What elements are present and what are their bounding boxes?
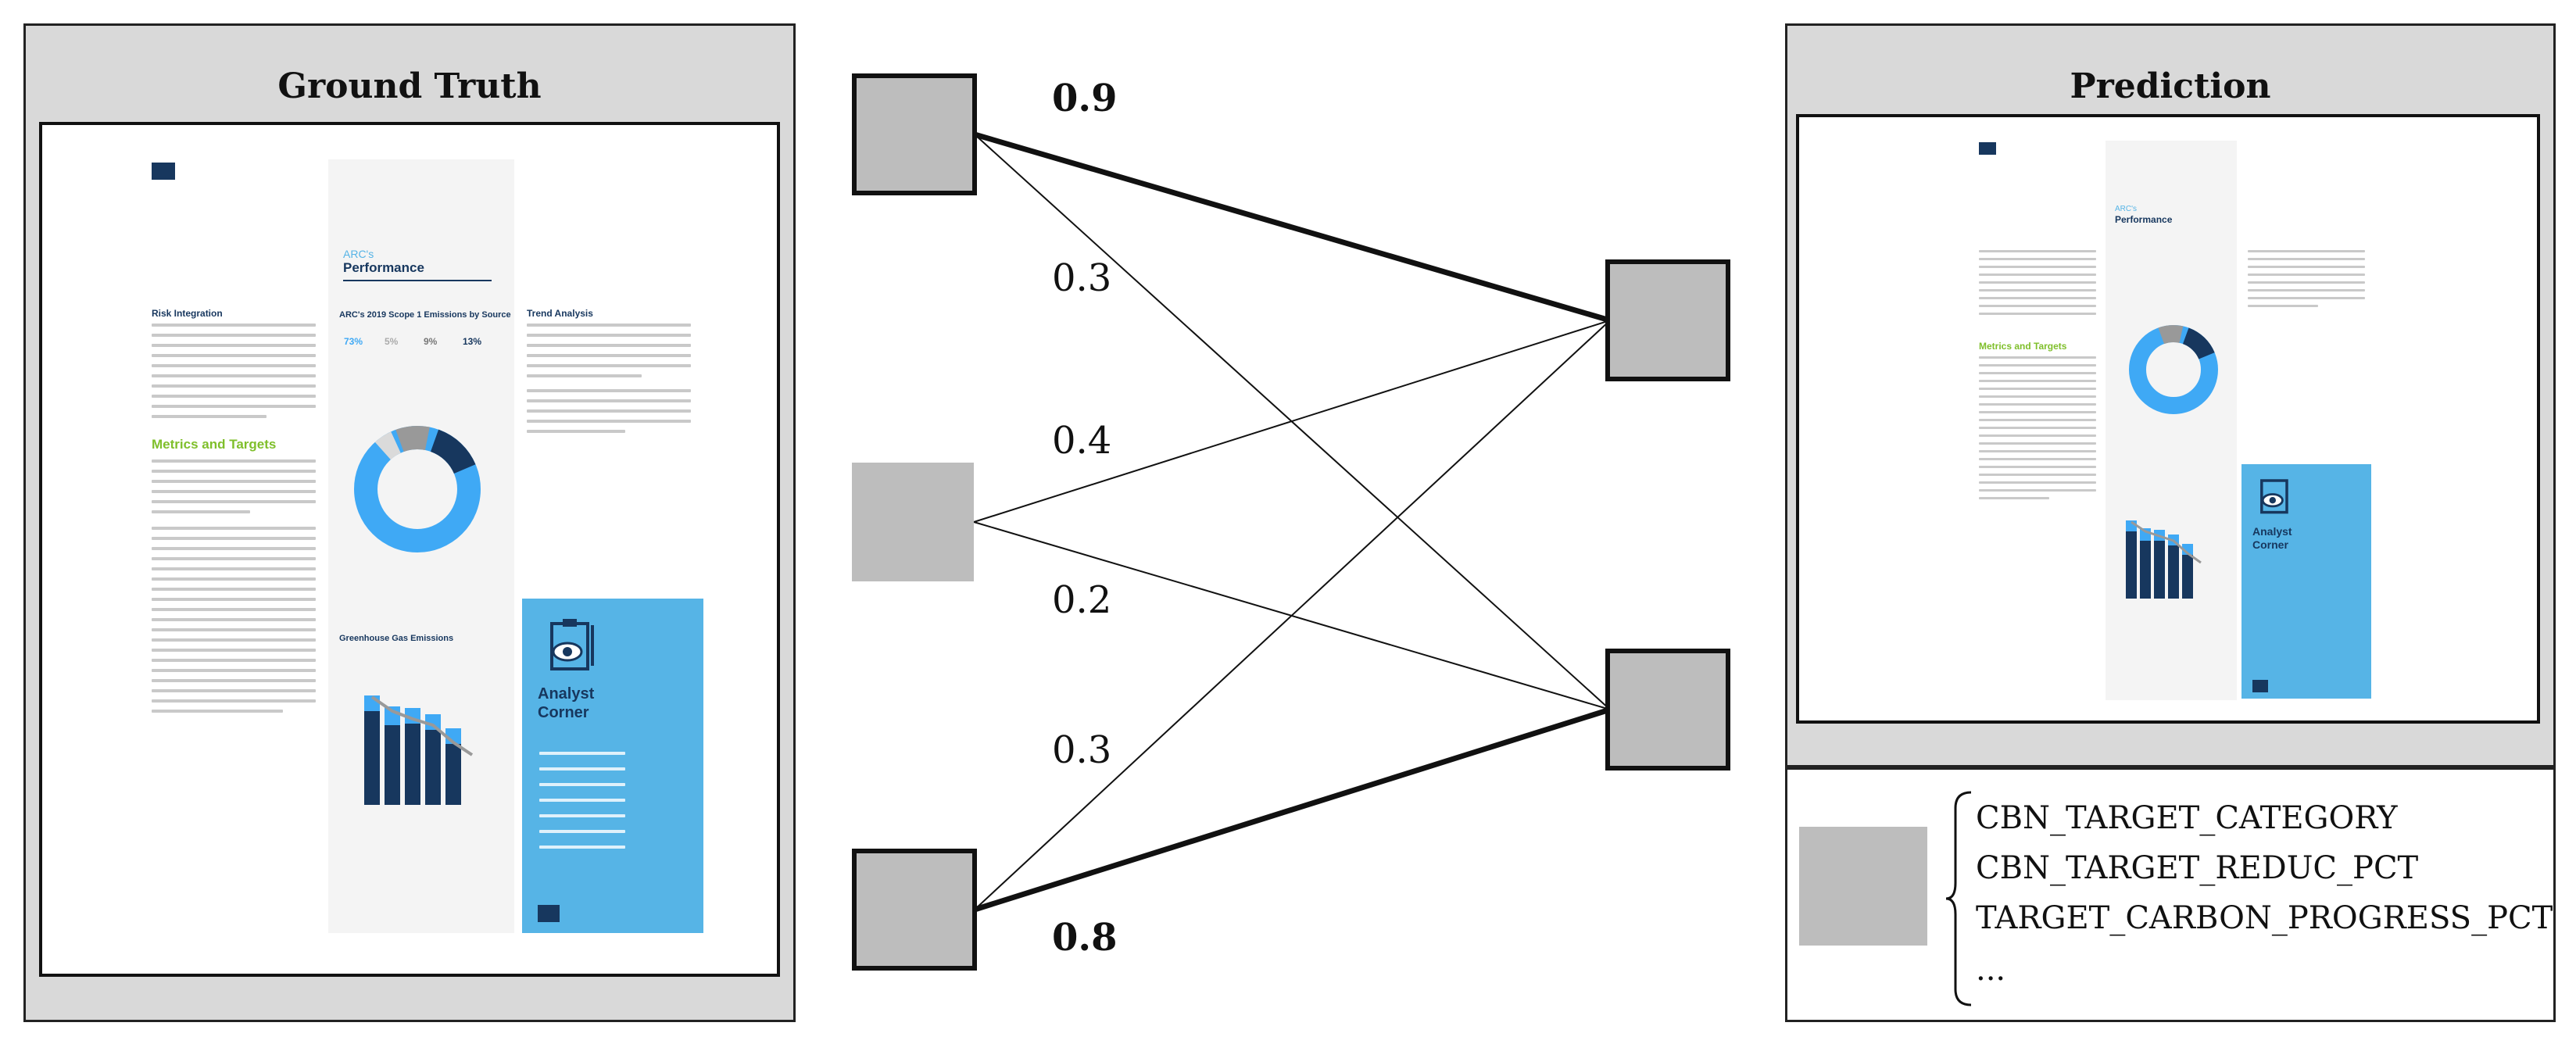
edge-weight-4: 0.2 [1052,578,1112,622]
pred-logo-square [1979,142,1996,155]
edge-bottom-to-lower [973,706,1612,913]
pred-metrics-heading: Metrics and Targets [1979,341,2067,352]
doc-analyst-corner: Analyst Corner [522,599,703,933]
prediction-title: Prediction [2070,66,2271,106]
doc-section-subtitle: Performance [343,260,424,275]
doc-title-rule [343,280,492,281]
label-item-4: ... [1976,952,2006,988]
prediction-frame: ARC's Performance Metrics and Targets [1796,114,2540,724]
doc-pct-1: 73% [344,336,363,347]
analyst-title-line2: Corner [538,704,589,721]
edge-weight-3: 0.4 [1052,419,1112,463]
left-node-bottom [852,849,977,971]
doc-section-title: ARC's [343,248,374,260]
pred-clipboard-icon [2260,479,2288,514]
edge-weight-5: 0.3 [1052,728,1112,772]
doc-ghg-heading: Greenhouse Gas Emissions [339,634,454,643]
ground-truth-frame: ARC's Performance Risk Integration Metri… [39,122,780,977]
edge-weight-6: 0.8 [1052,916,1118,960]
doc-donut-chart [354,426,481,552]
edge-weight-1: 0.9 [1052,77,1118,120]
doc-pct-4: 13% [463,336,482,347]
doc-pct-3: 9% [424,336,438,347]
analyst-corner-square [538,905,560,922]
pred-metrics-text [1979,356,2096,505]
analyst-list [539,752,625,861]
legend-node [1799,827,1927,946]
pred-donut-chart [2129,325,2218,414]
pred-sidebar [2106,141,2237,700]
pred-analyst-line2: Corner [2252,538,2288,551]
edge-weight-2: 0.3 [1052,256,1112,300]
pred-trend-text [2248,250,2365,313]
doc-pct-2: 5% [385,336,399,347]
edge-mid-to-upper [973,320,1611,523]
label-item-2: CBN_TARGET_REDUC_PCT [1976,850,2419,886]
edge-top-to-lower [974,134,1611,710]
doc-trend-text [527,324,691,440]
prediction-document: ARC's Performance Metrics and Targets [1962,133,2376,706]
pred-section-title: ARC's [2115,205,2138,213]
analyst-clipboard-icon [550,619,594,670]
right-node-upper [1605,259,1730,381]
doc-risk-heading: Risk Integration [152,308,223,319]
ground-truth-document: ARC's Performance Risk Integration Metri… [120,148,714,938]
label-item-1: CBN_TARGET_CATEGORY [1976,800,2398,836]
edge-bottom-to-upper [974,320,1611,910]
doc-bar-chart [364,695,474,805]
doc-trend-heading: Trend Analysis [527,308,593,319]
pred-section-subtitle: Performance [2115,214,2173,225]
pred-bar-chart [2126,520,2202,599]
doc-risk-text [152,324,316,425]
legend-brace [1945,791,1972,1006]
analyst-title-line1: Analyst [538,685,595,703]
label-item-3: TARGET_CARBON_PROGRESS_PCT [1976,900,2553,936]
doc-metrics-text [152,459,316,720]
doc-chart-heading: ARC's 2019 Scope 1 Emissions by Source [339,310,511,320]
left-node-middle [852,463,974,581]
pred-left-column [1979,250,2096,320]
left-node-top [852,73,977,195]
pred-analyst-corner: Analyst Corner [2241,464,2371,699]
edge-top-to-upper [974,131,1611,324]
doc-metrics-heading: Metrics and Targets [152,437,277,452]
right-node-lower [1605,649,1730,770]
ground-truth-title: Ground Truth [277,66,542,106]
pred-analyst-square [2252,680,2268,692]
pred-analyst-line1: Analyst [2252,525,2292,538]
doc-logo-square [152,163,175,180]
